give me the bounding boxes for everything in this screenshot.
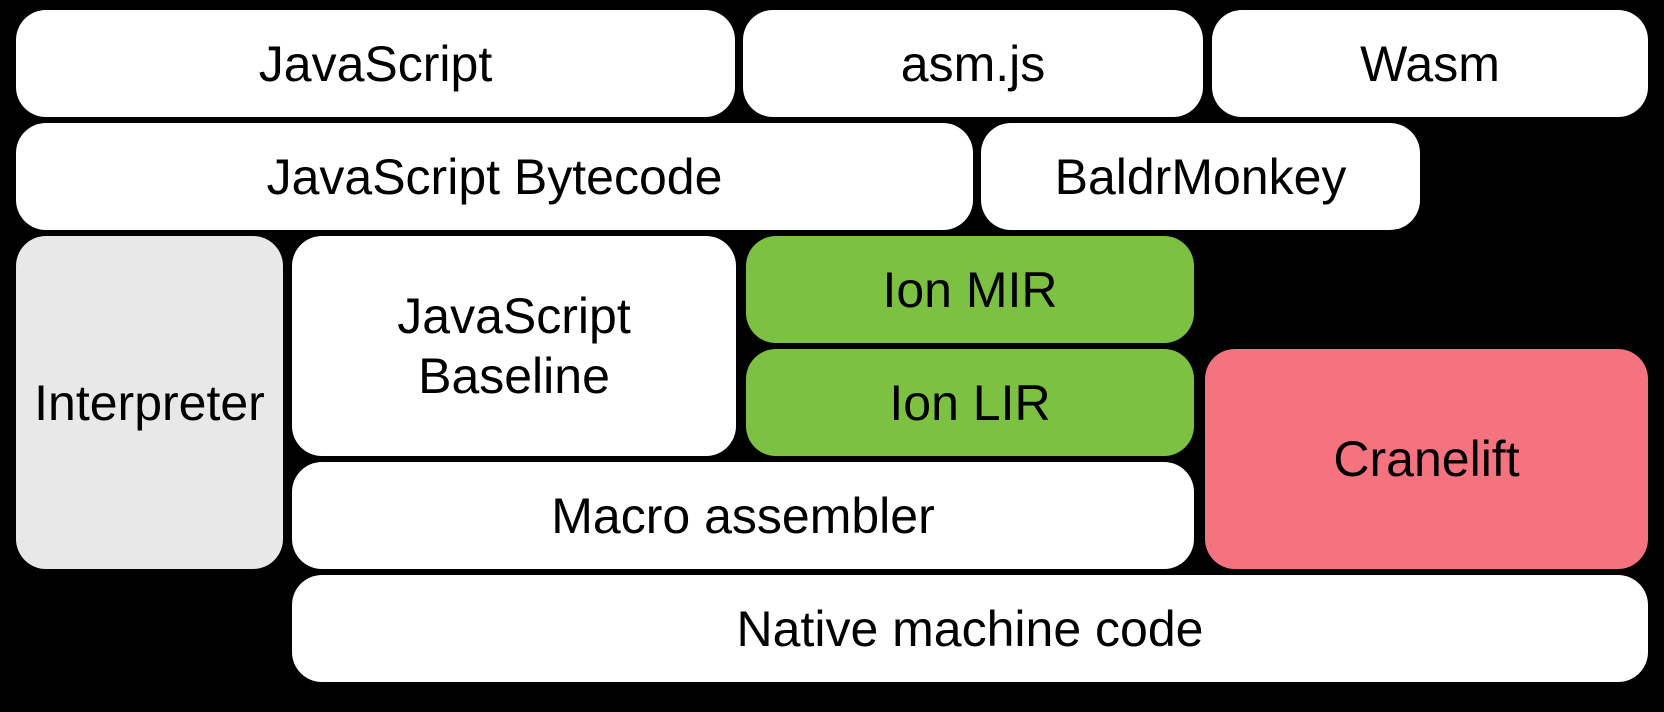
box-javascript-bytecode: JavaScript Bytecode xyxy=(16,123,973,230)
box-javascript-label: JavaScript xyxy=(258,35,493,92)
box-javascript-baseline: JavaScript Baseline xyxy=(292,236,736,456)
box-macro-assembler: Macro assembler xyxy=(292,462,1194,569)
box-wasm: Wasm xyxy=(1212,10,1648,117)
box-ion-mir-label: Ion MIR xyxy=(882,261,1058,318)
box-interpreter-label: Interpreter xyxy=(34,374,265,431)
box-javascript-bytecode-label: JavaScript Bytecode xyxy=(266,148,723,205)
box-baldrmonkey: BaldrMonkey xyxy=(981,123,1420,230)
box-ion-lir: Ion LIR xyxy=(746,349,1194,456)
box-ion-lir-label: Ion LIR xyxy=(889,374,1051,431)
box-baldrmonkey-label: BaldrMonkey xyxy=(1054,148,1347,205)
box-interpreter: Interpreter xyxy=(16,236,283,569)
box-javascript-baseline-line1: JavaScript xyxy=(397,288,631,344)
box-javascript-baseline-line2: Baseline xyxy=(418,348,610,404)
box-javascript: JavaScript xyxy=(16,10,735,117)
box-asmjs: asm.js xyxy=(743,10,1203,117)
box-wasm-label: Wasm xyxy=(1360,35,1500,92)
box-cranelift-label: Cranelift xyxy=(1333,431,1520,487)
box-native-machine-code-label: Native machine code xyxy=(736,600,1204,657)
box-asmjs-label: asm.js xyxy=(900,35,1046,92)
box-ion-mir: Ion MIR xyxy=(746,236,1194,343)
box-macro-assembler-label: Macro assembler xyxy=(551,487,935,544)
box-native-machine-code: Native machine code xyxy=(292,575,1648,682)
box-cranelift: Cranelift xyxy=(1205,349,1648,569)
